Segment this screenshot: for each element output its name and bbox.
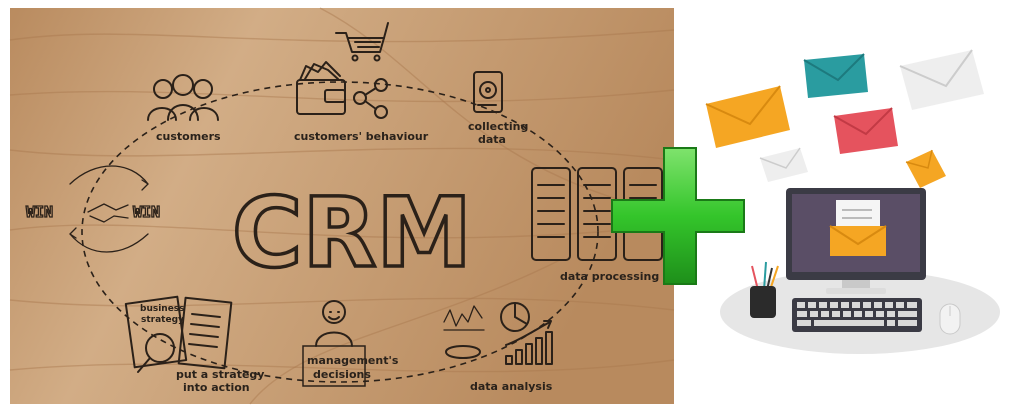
management-node: management's decisions <box>302 300 399 387</box>
keyboard-icon <box>792 298 922 332</box>
customers-label: customers <box>156 130 221 143</box>
business-strategy-label-1: business <box>140 304 185 314</box>
monitor-icon <box>786 188 926 294</box>
business-strategy-label-2: strategy <box>141 315 184 325</box>
envelope-orange-small-icon <box>905 149 946 188</box>
line-chart-icon <box>443 305 485 331</box>
customers-icon <box>147 74 219 121</box>
share-icon <box>353 78 388 119</box>
strategy-documents-icon <box>124 295 233 370</box>
data-processing-label: data processing <box>560 270 659 283</box>
strategy-label-1: put a strategy <box>176 368 264 381</box>
envelope-orange-icon <box>705 85 790 148</box>
wood-board <box>9 7 675 405</box>
collecting-label-2: data <box>478 133 506 146</box>
email-illustration <box>705 49 1000 354</box>
plus-icon <box>611 147 745 285</box>
win-win-node: WIN WIN <box>25 165 161 253</box>
manager-icon <box>315 300 353 347</box>
envelope-white-large-icon <box>899 49 984 110</box>
cycle-path <box>81 81 599 383</box>
management-label-2: decisions <box>313 368 371 381</box>
envelope-white-small-icon <box>759 147 808 182</box>
customers-behaviour-label: customers' behaviour <box>294 130 429 143</box>
mouse-icon <box>939 303 961 335</box>
pie-chart-icon <box>500 302 530 332</box>
crm-title: CRM <box>232 177 472 289</box>
magnifier-icon <box>137 333 175 373</box>
collecting-data-node: collecting data <box>468 71 528 146</box>
data-analysis-label: data analysis <box>470 380 553 393</box>
handshake-icon <box>87 203 129 223</box>
management-label-1: management's <box>307 354 399 367</box>
wallet-icon <box>296 61 346 115</box>
win-right-label: WIN <box>133 203 160 221</box>
collecting-label-1: collecting <box>468 120 528 133</box>
customers-node: customers <box>147 74 221 143</box>
win-left-label: WIN <box>26 203 53 221</box>
cart-icon <box>335 22 389 62</box>
strategy-label-2: into action <box>183 381 250 394</box>
envelope-teal-icon <box>803 53 868 98</box>
pen-holder-icon <box>750 261 779 318</box>
envelope-red-icon <box>833 107 898 154</box>
data-analysis-node: data analysis <box>443 302 553 393</box>
bar-growth-icon <box>445 320 553 365</box>
hard-drive-icon <box>473 71 503 113</box>
customers-behaviour-node: customers' behaviour <box>294 22 429 143</box>
strategy-node: business strategy put a strategy into ac… <box>124 295 264 394</box>
